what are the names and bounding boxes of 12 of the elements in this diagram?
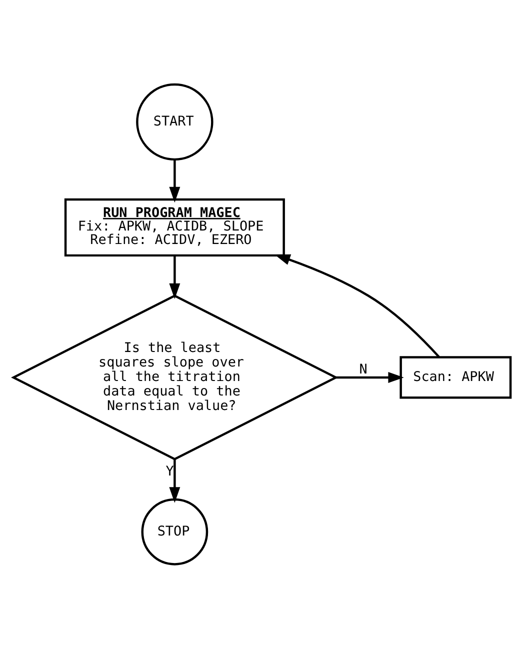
arrow (168, 256, 180, 300)
node-diamond: Is the least squares slope over all the titration data equal to the Nernstian value? (10, 294, 338, 460)
edge-label: Y (165, 464, 174, 480)
node-box: RUN PROGRAM MAGEC Fix: APKW, ACIDB, SLOPE Refine: ACIDV, EZERO (64, 198, 284, 257)
arrow (168, 460, 180, 503)
arrow (274, 254, 440, 358)
arrow (336, 372, 404, 383)
arrow (168, 159, 180, 203)
node-box: Scan: APKW (399, 356, 512, 399)
node-circle: STOP (140, 498, 208, 566)
node-circle: START (136, 83, 213, 161)
edge-label: N (358, 362, 367, 378)
